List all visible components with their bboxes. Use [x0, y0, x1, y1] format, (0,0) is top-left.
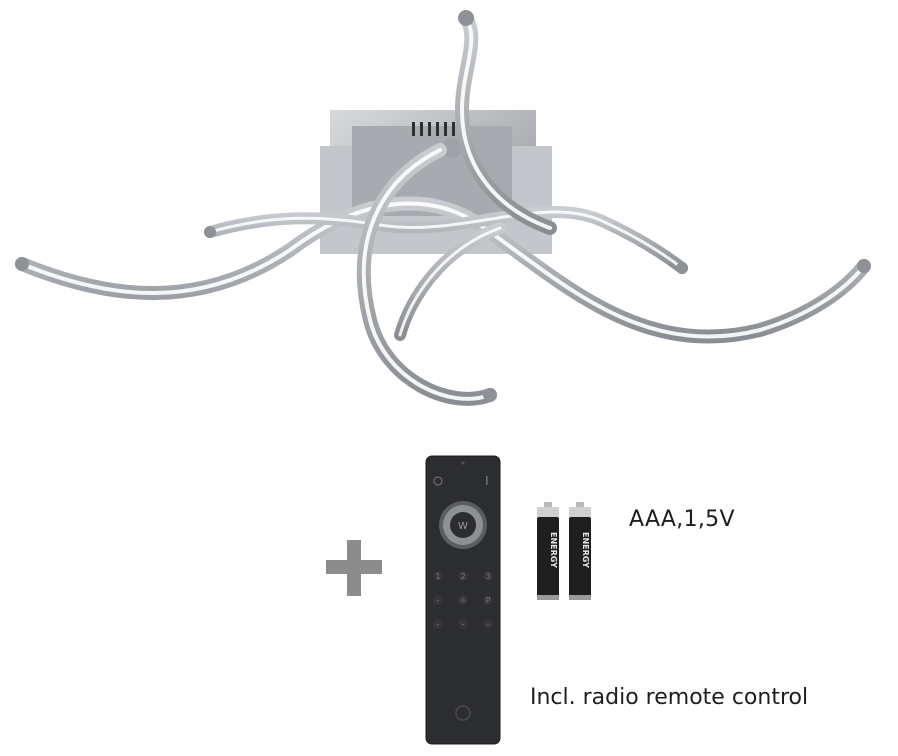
power-off-icon [433, 476, 443, 486]
svg-text:-: - [437, 596, 440, 605]
plus-sign [326, 540, 382, 596]
battery-2-image: ENERGY [569, 502, 591, 600]
svg-text:1: 1 [435, 572, 440, 581]
svg-text:-: - [437, 620, 440, 629]
svg-text:-: - [487, 620, 490, 629]
battery-spec-label: AAA,1,5V [629, 507, 735, 532]
svg-text:3: 3 [485, 572, 490, 581]
battery-1-brand: ENERGY [549, 532, 558, 568]
svg-text:☼: ☼ [459, 596, 466, 605]
remote-key-row-3: - - - [433, 619, 493, 629]
svg-text:P: P [486, 596, 491, 605]
remote-caption: Incl. radio remote control [530, 685, 809, 710]
battery-1-image: ENERGY [537, 502, 559, 600]
battery-2-brand: ENERGY [581, 532, 590, 568]
remote-bottom-logo-icon [455, 705, 471, 721]
remote-key-row-1: 1 2 3 [433, 571, 493, 581]
remote-center-button-label: W [458, 521, 468, 532]
remote-key-row-2: - ☼ P [433, 595, 493, 605]
svg-text:2: 2 [460, 572, 465, 581]
svg-text:-: - [462, 620, 465, 629]
ceiling-lamp-image [15, 10, 871, 406]
power-on-icon [486, 476, 488, 485]
remote-control-image: W 1 2 3 - ☼ P - - - [425, 455, 501, 745]
arm-end-caps [15, 10, 871, 402]
lamp-arms [15, 11, 871, 406]
